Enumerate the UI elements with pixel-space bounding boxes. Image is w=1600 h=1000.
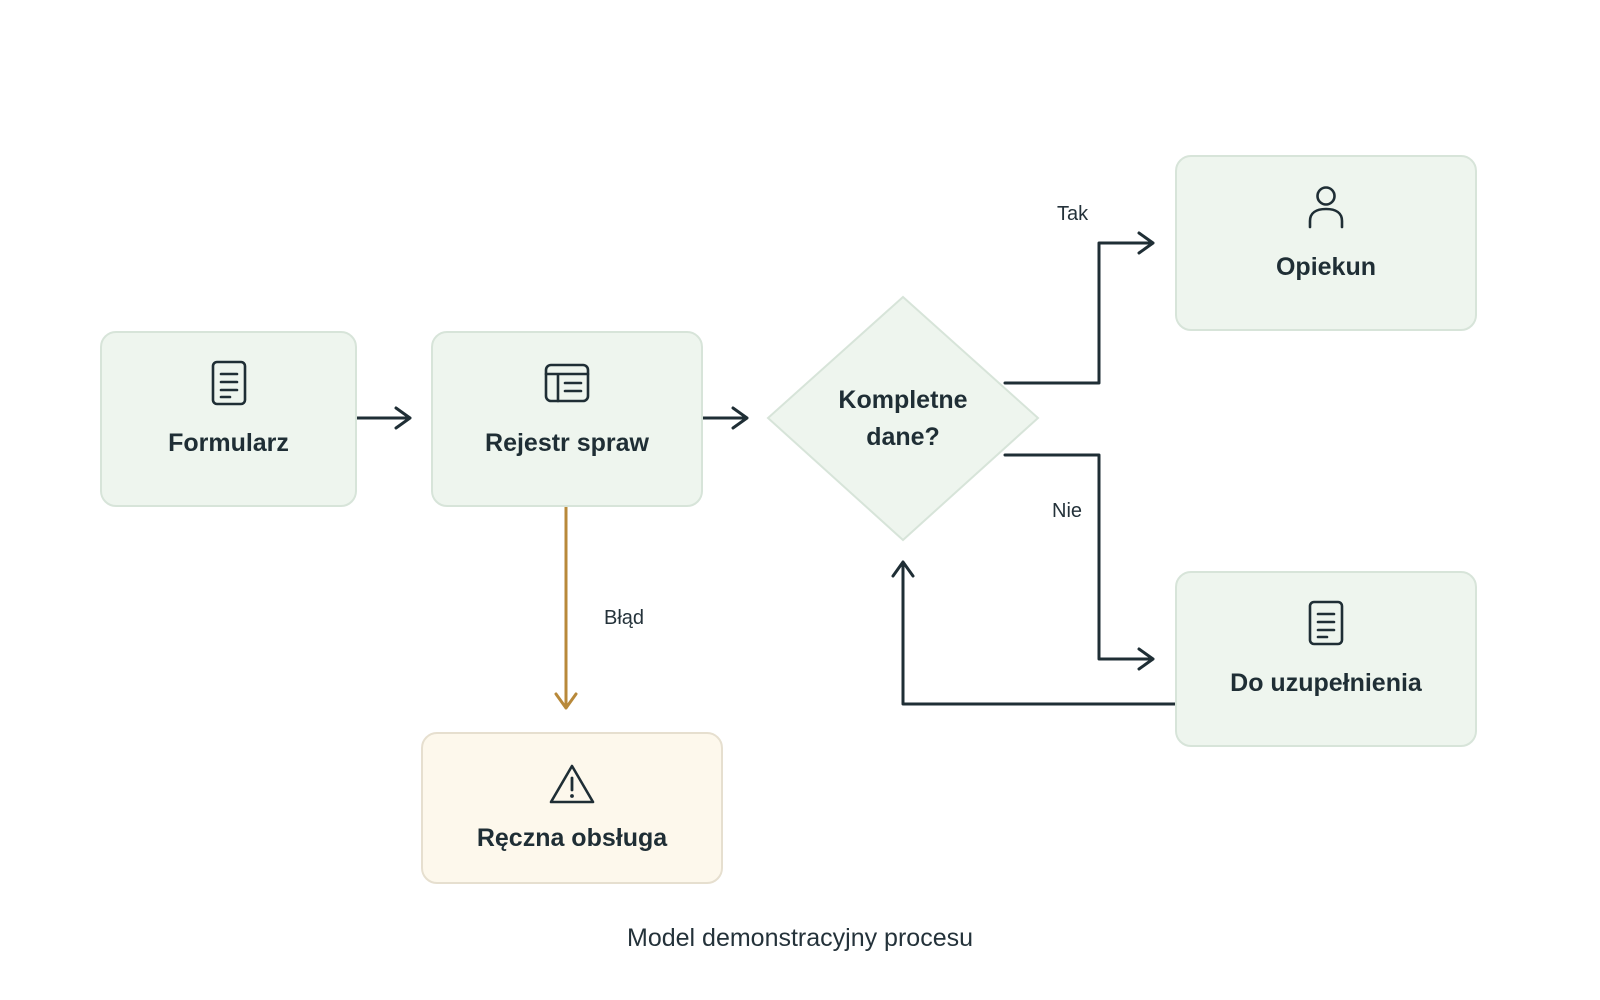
node-label: Opiekun <box>1275 253 1376 281</box>
node-label: Do uzupełnienia <box>1230 669 1422 697</box>
decision-diamond <box>766 295 1040 542</box>
arrow-rejestr-decyzja <box>701 406 749 430</box>
arrow-formularz-rejestr <box>353 406 412 430</box>
node-label: Formularz <box>168 429 289 457</box>
edge-label-nie: Nie <box>1052 500 1083 522</box>
node-label: Ręczna obsługa <box>476 824 668 852</box>
document-icon <box>211 360 246 406</box>
node-do-uzupelnienia[interactable]: Do uzupełnienia <box>1175 571 1477 747</box>
arrow-tak <box>1003 231 1155 385</box>
register-table-icon <box>544 363 590 403</box>
node-label: Rejestr spraw <box>485 429 649 457</box>
node-reczna-obsluga[interactable]: Ręczna obsługa <box>421 732 723 884</box>
arrow-nie <box>1003 453 1155 671</box>
edge-label-tak: Tak <box>1057 203 1089 225</box>
edge-label-blad: Błąd <box>604 607 645 629</box>
arrow-powrot <box>891 560 1177 706</box>
node-rejestr-spraw[interactable]: Rejestr spraw <box>431 331 703 507</box>
warning-triangle-icon <box>549 764 595 804</box>
arrow-blad <box>554 503 578 710</box>
node-formularz[interactable]: Formularz <box>100 331 357 507</box>
decision-label: Kompletne dane? <box>803 382 1003 456</box>
decision-label-line-1: Kompletne <box>838 386 968 414</box>
decision-label-line-2: dane? <box>866 423 940 451</box>
diagram-caption: Model demonstracyjny procesu <box>627 924 973 952</box>
document-icon <box>1308 600 1344 646</box>
node-opiekun[interactable]: Opiekun <box>1175 155 1477 331</box>
user-icon <box>1308 186 1344 229</box>
